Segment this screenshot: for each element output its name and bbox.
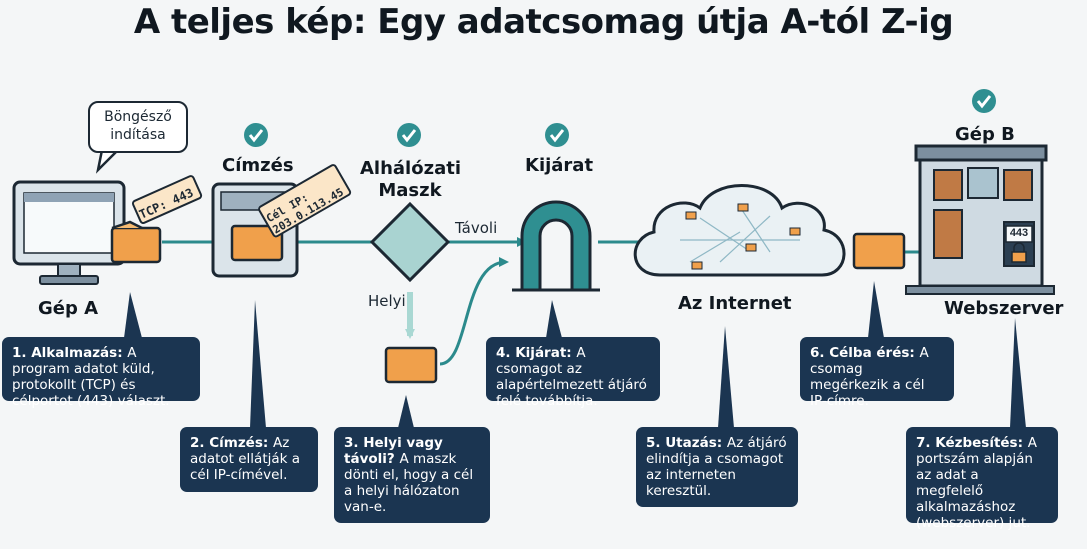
- bubble-line1: Böngésző: [104, 109, 172, 125]
- step-2-head: 2. Címzés:: [190, 435, 273, 451]
- speech-bubble: Böngésző indítása: [88, 101, 188, 153]
- step-box-2: 2. Címzés: Az adatot ellátják a cél IP-c…: [180, 427, 318, 492]
- label-maszk: Alhálózati Maszk: [360, 158, 461, 202]
- callout-pointers: [124, 281, 1026, 428]
- cel-ip-tag: [258, 164, 352, 238]
- bubble-line2: indítása: [110, 127, 166, 143]
- packet-icon: [852, 232, 906, 270]
- packet-icon: [230, 224, 284, 262]
- step-1-body: A program adatot küld, protokollt (TCP) …: [12, 345, 170, 409]
- step-3-body: A maszk dönti el, hogy a cél a helyi hál…: [344, 451, 474, 515]
- step-box-3: 3. Helyi vagy távoli? A maszk dönti el, …: [334, 427, 490, 523]
- step-5-body: Az átjáró elindítja a csomagot az intern…: [646, 435, 787, 499]
- step-5-head: 5. Utazás:: [646, 435, 727, 451]
- step-3-head: 3. Helyi vagy távoli?: [344, 435, 443, 467]
- computer-icon: [12, 180, 126, 285]
- step-6-body: A csomag megérkezik a cél IP-címre.: [810, 345, 929, 409]
- port-tag-text: 443: [1009, 227, 1029, 239]
- check-icon: [244, 123, 268, 147]
- port-tag: [1005, 225, 1033, 243]
- label-webszerver: Webszerver: [944, 298, 1064, 319]
- server-building-icon: [905, 144, 1055, 295]
- tcp-tag: [131, 175, 203, 224]
- label-gep-b: Gép B: [955, 124, 1015, 145]
- check-icon: [972, 89, 996, 113]
- check-icon: [397, 123, 421, 147]
- label-maszk-line2: Maszk: [378, 180, 442, 201]
- packet-icon: [384, 346, 438, 384]
- lock-icon: [1011, 242, 1027, 263]
- step-box-5: 5. Utazás: Az átjáró elindítja a csomago…: [636, 427, 798, 507]
- step-box-4: 4. Kijárat: A csomagot az alapértelmezet…: [486, 337, 660, 409]
- branch-helyi: Helyi: [368, 292, 406, 310]
- bubble-tail: [95, 148, 122, 174]
- label-internet: Az Internet: [678, 293, 792, 314]
- label-cimzes: Címzés: [222, 155, 294, 176]
- step-6-head: 6. Célba érés:: [810, 345, 920, 361]
- check-icon: [545, 123, 569, 147]
- packets: [110, 220, 906, 384]
- step-4-body: A csomagot az alapértelmezett átjáró fel…: [496, 345, 647, 409]
- step-box-1: 1. Alkalmazás: A program adatot küld, pr…: [2, 337, 200, 409]
- packet-icon: [110, 220, 162, 264]
- step-7-body: A portszám alapján az adat a megfelelő a…: [916, 435, 1037, 531]
- label-kijarat: Kijárat: [525, 155, 594, 176]
- step-7-head: 7. Kézbesítés:: [916, 435, 1028, 451]
- gateway-arch-icon: [512, 200, 600, 292]
- check-icons: [244, 89, 996, 147]
- page-title: A teljes kép: Egy adatcsomag útja A-tól …: [133, 2, 954, 42]
- label-maszk-line1: Alhálózati: [360, 158, 461, 179]
- subnet-mask-diamond: [369, 201, 451, 283]
- step-4-head: 4. Kijárat:: [496, 345, 577, 361]
- step-1-head: 1. Alkalmazás:: [12, 345, 128, 361]
- step-box-7: 7. Kézbesítés: A portszám alapján az ada…: [906, 427, 1058, 531]
- branch-tavoli: Távoli: [455, 219, 498, 237]
- step-box-6: 6. Célba érés: A csomag megérkezik a cél…: [800, 337, 954, 409]
- cloud-icon: [633, 184, 846, 277]
- label-gep-a: Gép A: [38, 298, 99, 319]
- step-2-body: Az adatot ellátják a cél IP-címével.: [190, 435, 301, 483]
